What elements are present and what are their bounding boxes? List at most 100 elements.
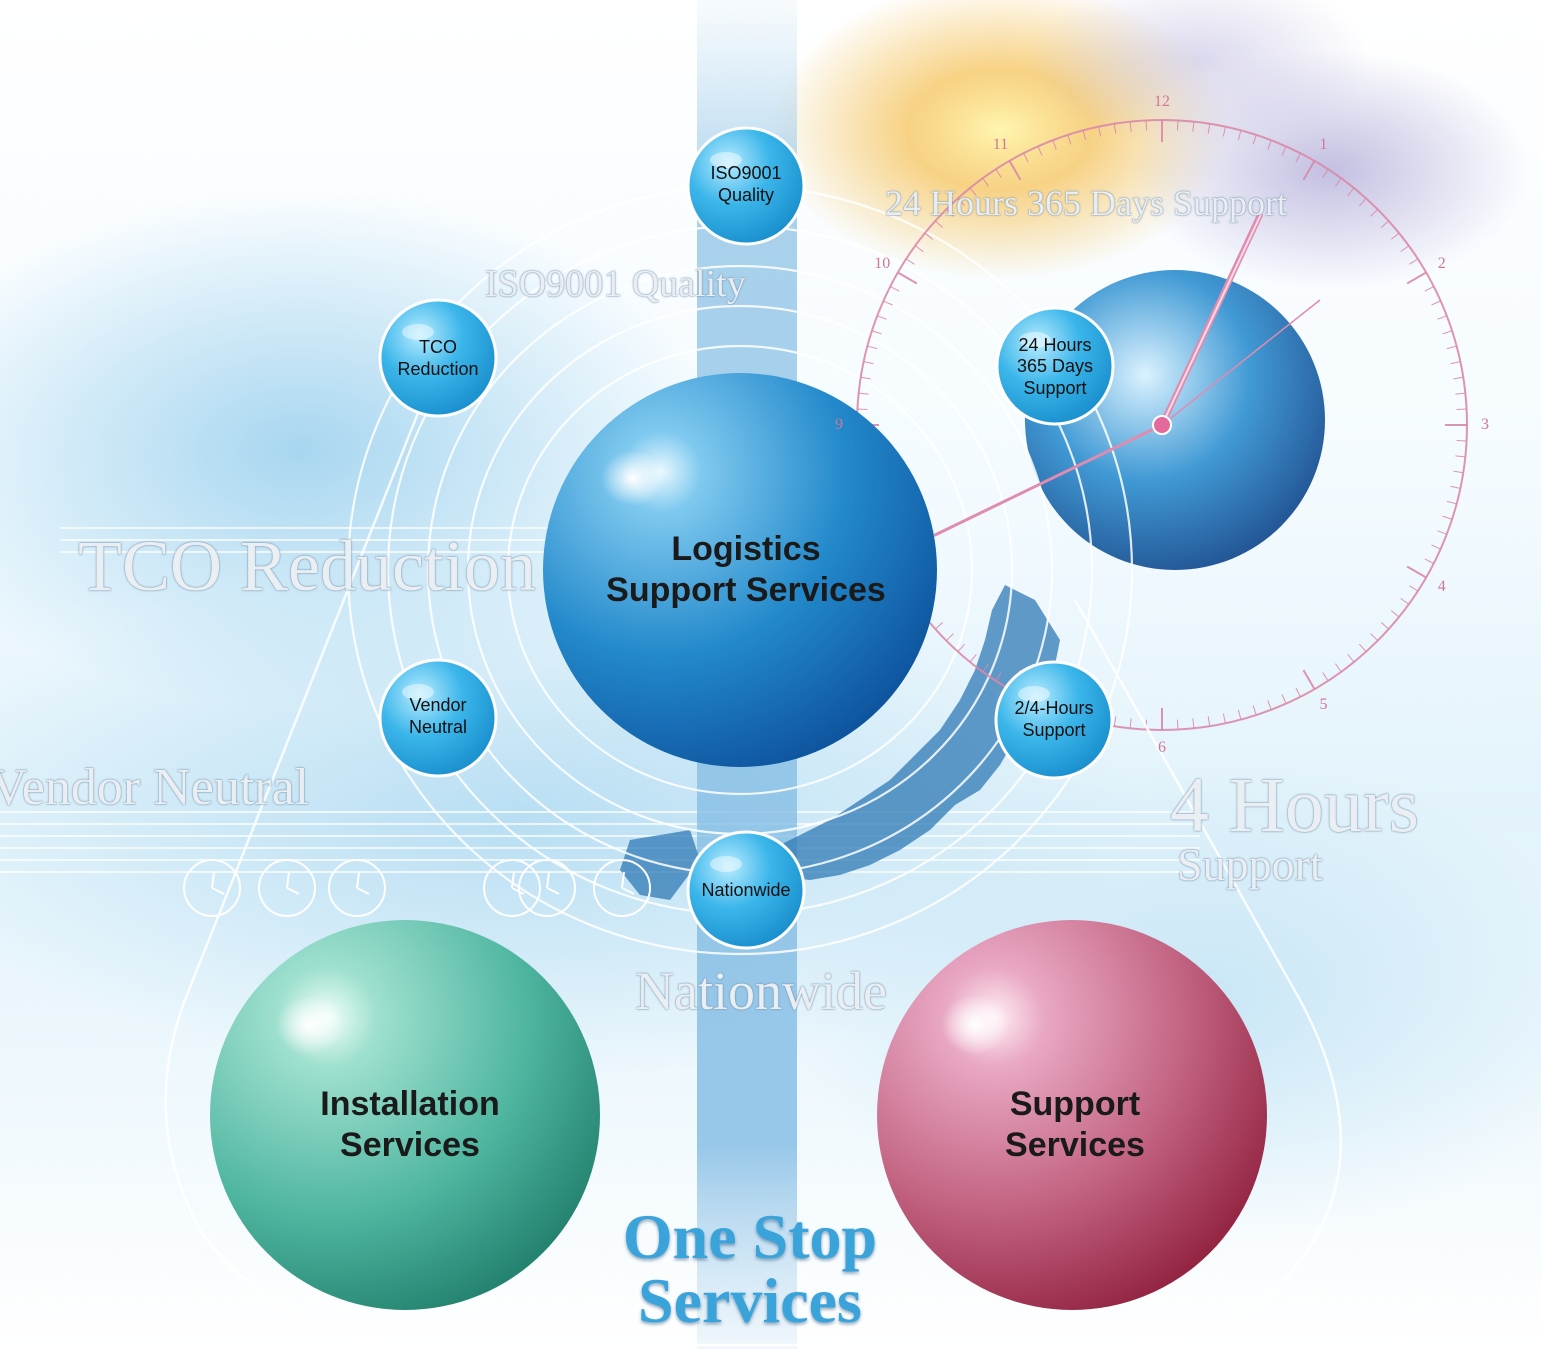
bg-text-iso: ISO9001 Quality: [485, 263, 746, 305]
clock-tick: [1370, 208, 1379, 217]
mini-clock-hand: [511, 887, 525, 895]
clock-tick: [924, 232, 934, 240]
mini-clock-hand: [546, 871, 550, 889]
clock-tick: [1252, 705, 1257, 716]
clock-tick: [1023, 153, 1029, 163]
clock-tick: [857, 408, 868, 411]
clock-tick: [863, 361, 874, 365]
clock-tick: [1322, 168, 1329, 178]
clock-tick: [1129, 718, 1132, 729]
clock-tick: [1390, 232, 1400, 240]
clock-tick: [982, 177, 990, 187]
clock-numeral: 2: [1437, 254, 1446, 272]
bg-text-four-hours: 4 Hours: [1170, 761, 1420, 848]
mini-clock-hand: [356, 887, 370, 895]
clock-tick: [1431, 544, 1441, 550]
mini-clock-hand: [621, 871, 625, 889]
mini-clock-icon: [518, 859, 576, 917]
clock-tick: [1453, 470, 1464, 474]
mini-clock-icon: [183, 859, 241, 917]
clock-tick: [1176, 719, 1179, 730]
clock-tick: [1113, 716, 1117, 727]
clock-tick: [1222, 126, 1226, 137]
node-highlight: [710, 856, 742, 872]
support-sphere-glint: [941, 995, 1009, 1055]
node-highlight: [710, 152, 742, 168]
mini-clock-icon: [593, 859, 651, 917]
clock-tick: [1424, 558, 1434, 564]
service-nodes: [378, 126, 1115, 950]
clock-tick: [935, 622, 944, 630]
node-bubble-tco: [378, 298, 498, 418]
node-highlight: [402, 684, 434, 700]
logistics-title: Logistics Support Services: [606, 530, 886, 609]
mini-clock-hand: [211, 887, 225, 895]
mini-clock-hand: [546, 887, 560, 895]
mini-clock-icons: [183, 859, 651, 917]
node-highlight: [1018, 686, 1050, 702]
clock-tick: [1322, 672, 1329, 682]
clock-numeral: 6: [1158, 739, 1166, 756]
clock-tick: [945, 208, 954, 217]
bg-text-hours365: 24 Hours 365 Days Support: [885, 183, 1287, 223]
clock-tick: [1437, 315, 1447, 320]
clock-tick: [995, 672, 1002, 682]
clock-tick: [1113, 123, 1117, 134]
teardrop-outline: [164, 344, 1343, 1347]
clock-tick: [1207, 123, 1211, 134]
clock-numeral: 4: [1437, 577, 1446, 595]
clock-tick: [1207, 716, 1211, 727]
clock-tick: [860, 376, 871, 380]
clock-tick: [1252, 134, 1257, 145]
clock-numeral: 3: [1481, 416, 1489, 433]
clock-tick: [1450, 361, 1461, 365]
installation-sphere-glint: [276, 995, 344, 1055]
clock-tick: [1400, 245, 1410, 253]
clock-tick: [1347, 187, 1355, 197]
clock-tick: [1442, 515, 1453, 520]
clock-tick: [897, 271, 918, 285]
clock-tick: [905, 258, 915, 265]
clock-tick: [1453, 376, 1464, 380]
clock-tick: [1067, 134, 1072, 145]
clock-numeral: 5: [1319, 695, 1328, 713]
clock-hands-icon: [933, 211, 1321, 537]
clock-numeral: 1: [1319, 136, 1328, 154]
clock-tick: [1455, 392, 1466, 395]
node-bubble-h24: [995, 306, 1115, 426]
mini-clock-hand: [286, 887, 300, 895]
clock-numeral: 10: [874, 254, 891, 272]
ring: [506, 344, 974, 796]
clock-tick: [982, 663, 990, 673]
clock-tick: [1456, 408, 1467, 411]
node-bubble-vendor: [378, 658, 498, 778]
clock-tick: [1037, 146, 1043, 156]
mini-clock-icon: [258, 859, 316, 917]
bg-text-vendor: Vendor Neutral: [0, 759, 310, 816]
bg-text-tco: TCO Reduction: [78, 526, 536, 606]
clock-tick: [890, 286, 900, 292]
clock-tick: [1281, 694, 1287, 704]
clock-tick: [1446, 500, 1457, 505]
mini-clock-icon: [328, 859, 386, 917]
clock-tick: [1359, 643, 1367, 652]
clock-tick: [1409, 258, 1419, 265]
node-label-24h: 24 Hours 365 Days Support: [1016, 334, 1094, 398]
horizontal-streaks: [0, 527, 1200, 873]
clock-tick: [1390, 610, 1400, 618]
mini-clock-hand: [511, 871, 515, 889]
clock-numeral: 9: [835, 416, 843, 433]
support-title: Support Services: [1005, 1085, 1145, 1164]
clock-tick: [1347, 653, 1355, 663]
node-label-vendor: Vendor Neutral: [408, 695, 468, 737]
clock-tick: [1295, 687, 1301, 697]
clock-tick: [1359, 198, 1367, 207]
clock-tick: [914, 245, 924, 253]
clock-tick: [945, 633, 954, 642]
clock-tick: [935, 220, 944, 228]
clock-tick: [883, 300, 893, 306]
clock-tick: [871, 330, 882, 335]
clock-tick: [1098, 126, 1102, 137]
clock-tick: [1400, 597, 1410, 605]
clock-tick: [1456, 439, 1467, 442]
